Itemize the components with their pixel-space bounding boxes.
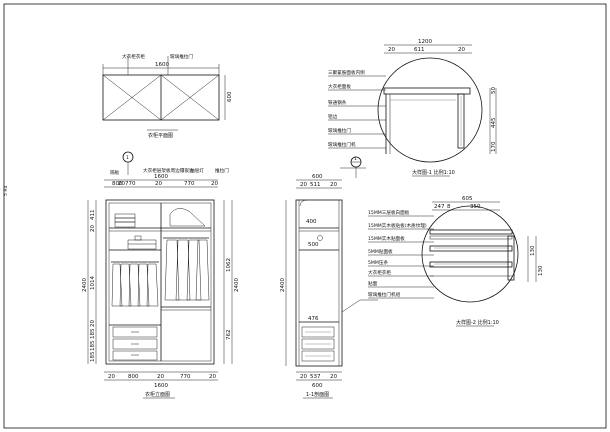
side-bottom-dim-2: 20 — [330, 374, 337, 380]
detail-b-label-1: 15MM实木板贴板(木质纹理) — [368, 222, 427, 229]
front-total-width: 1600 — [154, 174, 168, 180]
top-view-depth: 600 — [227, 91, 233, 102]
top-view-width: 1600 — [155, 62, 169, 68]
detail-b-label-2: 15MM实木贴面板 — [368, 235, 405, 242]
detail-a-sub-dim-0: 20 — [388, 47, 395, 53]
front-top-dim-1: 20 — [118, 181, 125, 187]
side-total-height: 2400 — [280, 278, 286, 292]
detail-b-label-7: 玻璃推拉门机组 — [368, 291, 401, 298]
detail-a-label-3: 铝边 — [328, 113, 338, 120]
front-top-dim-5: 20 — [211, 181, 218, 187]
front-left-dim-1: 20 — [90, 225, 96, 232]
detail-b-sub-dim-2: 350 — [470, 204, 481, 210]
front-top-dim-3: 20 — [155, 181, 162, 187]
detail-b-label-0: 15MM三层板白面板 — [368, 209, 410, 216]
side-section: 1 20 511 20 600 500 400 476 2400 — [280, 156, 378, 399]
side-inner-dim-2: 476 — [308, 316, 319, 322]
side-section-marker: 1 — [354, 156, 357, 162]
drawing-frame — [3, 3, 607, 429]
front-label-0: 隔板 — [110, 169, 120, 176]
detail-a-sub-dim-1: 611 — [414, 47, 425, 53]
detail-a-right-dim-0: 50 — [491, 87, 497, 94]
front-left-dim-6: 185 — [90, 351, 96, 362]
front-bottom-dim-0: 20 — [108, 374, 115, 380]
detail-b-label-4: 5MM压条 — [368, 259, 388, 266]
detail-a-right-dim-2: 170 — [491, 141, 497, 152]
front-top-dim-4: 770 — [184, 181, 195, 187]
front-bottom-dim-4: 20 — [209, 374, 216, 380]
top-view-label-1: 玻璃推拉门 — [170, 53, 193, 60]
detail-a-right-dim-1: 445 — [491, 117, 497, 128]
detail-b-label-5: 大衣柜衣柜 — [368, 269, 391, 276]
front-top-dim-0: 800 — [112, 181, 123, 187]
detail-a-sub-dim-2: 20 — [458, 47, 465, 53]
front-left-dim-2: 1014 — [90, 276, 96, 290]
front-left-dim-3: 20 — [90, 320, 96, 327]
top-view-label-0: 大衣柜衣柜 — [122, 53, 145, 60]
top-view-caption: 衣柜平面图 — [148, 132, 173, 139]
detail-a-caption: 大样图-1 比例1:10 — [412, 169, 455, 176]
detail-b-label-3: 5MM贴面板 — [368, 248, 393, 255]
detail-b-sub-dim-1: 8 — [447, 204, 451, 210]
front-left-dim-0: 411 — [90, 210, 96, 221]
front-section-marker: 1 — [126, 155, 129, 161]
side-top-total: 600 — [312, 174, 323, 180]
detail-b-top-dim: 605 — [462, 196, 473, 202]
front-label-3: 推拉门 — [215, 167, 229, 174]
detail-b-sub-dim-0: 247 — [434, 204, 445, 210]
side-top-dim-2: 20 — [330, 182, 337, 188]
side-top-dim-0: 20 — [300, 182, 307, 188]
detail-a-label-0: 三聚氰胺面板内侧 — [328, 69, 365, 76]
detail-b-label-6: 贴面 — [368, 280, 378, 287]
front-bottom-dim-3: 770 — [180, 374, 191, 380]
detail-a-label-1: 大衣柜面板 — [328, 83, 351, 90]
front-bottom-dim-2: 20 — [157, 374, 164, 380]
detail-b: 605 247 8 350 15MM三层板白面板 15MM实木板贴板(木质纹理)… — [368, 196, 544, 327]
front-elevation: 1 隔板 大衣柜层架板周边镶嵌边 抽屉灯 推拉门 800 20 770 20 7… — [82, 151, 240, 399]
front-right-dim-1: 2400 — [234, 278, 240, 292]
front-left-dim-5: 185 — [90, 340, 96, 351]
side-caption: 1-1剖面图 — [306, 391, 329, 398]
front-label-2: 抽屉灯 — [190, 167, 204, 174]
side-top-dim-1: 511 — [310, 182, 321, 188]
side-bottom-dim-1: 537 — [310, 374, 321, 380]
front-left-dim-4: 185 — [90, 328, 96, 339]
detail-a-top-dim: 1200 — [418, 39, 432, 45]
detail-a-label-4: 玻璃推拉门 — [328, 127, 351, 134]
front-right-dim-0: 1062 — [226, 258, 232, 272]
front-bottom-dim-1: 800 — [128, 374, 139, 380]
detail-a-label-5: 玻璃推拉门机 — [328, 141, 356, 148]
side-inner-dim-0: 500 — [308, 242, 319, 248]
detail-b-caption: 大样图-2 比例1:10 — [456, 319, 499, 326]
top-view-plan: 1600 600 大衣柜衣柜 玻璃推拉门 衣柜平面图 — [102, 53, 233, 139]
front-right-dim-2: 762 — [226, 330, 232, 341]
front-total-height: 2400 — [82, 278, 88, 292]
border-label: 5 R4 — [3, 185, 9, 196]
front-bottom-total: 1600 — [154, 383, 168, 389]
detail-a: 1200 20 611 20 三聚氰胺面板内侧 大衣柜面板 铁通钢条 铝边 玻璃… — [328, 39, 497, 177]
side-bottom-dim-0: 20 — [300, 374, 307, 380]
detail-b-right-dim-0: 130 — [530, 245, 536, 256]
detail-b-right-dim-1: 130 — [538, 265, 544, 276]
side-bottom-total: 600 — [312, 383, 323, 389]
front-caption: 衣柜立面图 — [145, 391, 170, 398]
front-top-dim-2: 770 — [125, 181, 136, 187]
front-label-1: 大衣柜层架板周边镶嵌边 — [143, 167, 194, 174]
side-inner-dim-1: 400 — [306, 219, 317, 225]
detail-a-label-2: 铁通钢条 — [328, 99, 347, 106]
